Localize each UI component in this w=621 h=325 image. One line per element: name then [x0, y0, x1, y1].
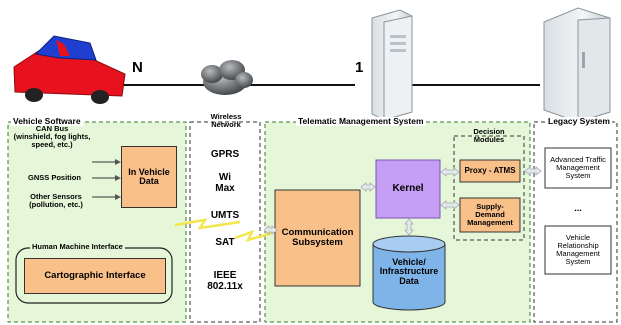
decision-modules-frame [453, 135, 525, 241]
gnss-position-label: GNSS Position [28, 173, 81, 182]
server-icon [371, 9, 413, 121]
wireless-link-left [174, 218, 241, 230]
supply-demand-box [459, 197, 521, 233]
protocol-ieee: IEEE 802.11x [207, 270, 243, 292]
hmi-title: Human Machine Interface [30, 242, 125, 251]
wireless-network-panel [189, 121, 261, 323]
proxy-atms-box [459, 159, 521, 183]
legacy-ellipsis: ... [574, 203, 582, 213]
cartographic-interface-box: Cartographic Interface [24, 258, 166, 294]
database-cylinder [372, 235, 446, 311]
car-icon [13, 35, 126, 104]
wireless-network-title: Wireless Network [210, 112, 242, 129]
legacy-atms-box [544, 147, 612, 189]
vehicle-software-title: Vehicle Software [11, 116, 83, 126]
legacy-title: Legacy System [546, 116, 612, 126]
protocol-gprs: GPRS [210, 149, 240, 160]
communication-subsystem-label: Communication Subsystem [281, 227, 354, 248]
protocol-wimax: Wi Max [215, 172, 235, 194]
communication-subsystem-box [274, 189, 361, 287]
kernel-box [375, 159, 441, 219]
protocol-sat: SAT [215, 237, 235, 248]
legacy-vrms-box [544, 225, 612, 275]
kernel-label: Kernel [392, 182, 424, 194]
legacy-vrms-label: Vehicle Relationship Management System [556, 233, 600, 266]
other-sensors-label: Other Sensors (pollution, etc.) [29, 192, 83, 209]
cloud-icon [201, 60, 253, 95]
telematic-title: Telematic Management System [296, 116, 426, 126]
n-multiplicity: N [132, 59, 143, 76]
supply-demand-label: Supply- Demand Management [467, 202, 513, 227]
in-vehicle-data-box: In Vehicle Data [121, 146, 177, 208]
proxy-atms-label: Proxy - ATMS [464, 165, 516, 175]
protocol-umts: UMTS [210, 210, 240, 221]
decision-modules-title: Decision Modules [473, 127, 505, 144]
wireless-link-right [234, 229, 273, 243]
legacy-atms-label: Advanced Traffic Management System [550, 155, 606, 180]
legacy-server-icon [543, 7, 611, 123]
can-bus-label: CAN Bus (winshield, fog lights, speed, e… [13, 124, 91, 149]
database-label: Vehicle/ Infrastructure Data [379, 257, 439, 286]
one-multiplicity: 1 [355, 59, 364, 76]
